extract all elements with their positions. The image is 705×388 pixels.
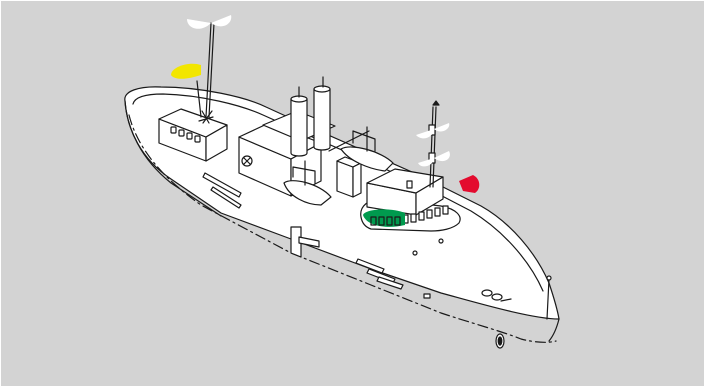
towing-light: [171, 64, 201, 79]
funnel-2: [314, 89, 330, 150]
fore-mast: [429, 101, 439, 187]
anchor-hawse-inner: [498, 337, 502, 345]
bollard-2: [492, 294, 502, 300]
funnel-1: [291, 99, 307, 156]
stem: [549, 319, 559, 341]
bollard-1: [482, 290, 492, 296]
port-sidelight: [459, 175, 479, 193]
central-superstructure: [239, 77, 361, 197]
aft-masthead-light: [187, 19, 211, 29]
hawse-port: [424, 294, 430, 298]
fore-masthead-light-2: [418, 158, 434, 166]
